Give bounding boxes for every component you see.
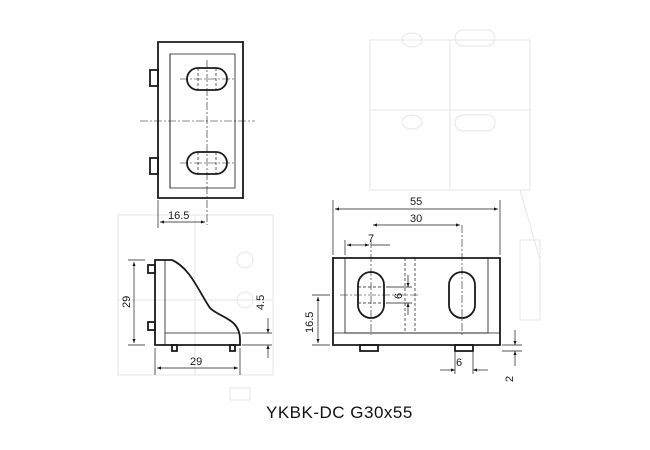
dim-front-hole-spacing: 30 bbox=[410, 213, 422, 225]
dim-front-tab-height: 2 bbox=[504, 376, 516, 382]
dim-front-overall: 55 bbox=[410, 196, 422, 208]
part-title: YKBK-DC G30x55 bbox=[266, 403, 413, 422]
dim-front-height: 16.5 bbox=[304, 312, 316, 333]
dim-front-slot-offset: 7 bbox=[368, 233, 374, 245]
dim-top-width: 16.5 bbox=[168, 210, 189, 222]
background-ghost-drawing bbox=[117, 29, 541, 401]
front-view: 55 30 7 6 16.5 6 2 bbox=[304, 196, 522, 382]
dim-side-width: 29 bbox=[190, 356, 202, 368]
dim-side-step: 4.5 bbox=[255, 295, 267, 310]
dim-side-height: 29 bbox=[121, 296, 133, 308]
dim-front-slot-height: 6 bbox=[393, 293, 405, 299]
dim-front-tab-width: 6 bbox=[456, 357, 462, 369]
top-view: 16.5 bbox=[140, 41, 255, 228]
side-view: 29 29 4.5 bbox=[121, 259, 272, 375]
